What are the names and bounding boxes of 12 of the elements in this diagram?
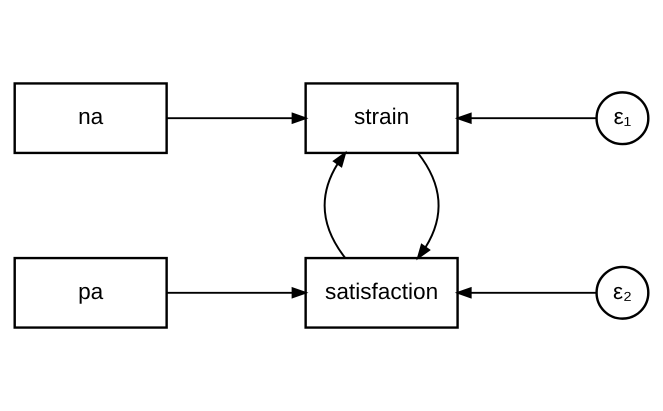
node-box: pa — [13, 256, 168, 329]
node-circle: ε₂ — [595, 266, 650, 320]
arrow — [416, 152, 440, 260]
node-circle: ε₁ — [595, 91, 650, 146]
node-box: satisfaction — [304, 256, 459, 329]
arrow — [167, 286, 308, 299]
node-box: na — [13, 82, 168, 154]
arrow — [167, 112, 308, 124]
arrow — [454, 286, 596, 299]
node-box: strain — [304, 82, 459, 154]
arrow — [324, 150, 347, 259]
arrow — [454, 112, 596, 124]
